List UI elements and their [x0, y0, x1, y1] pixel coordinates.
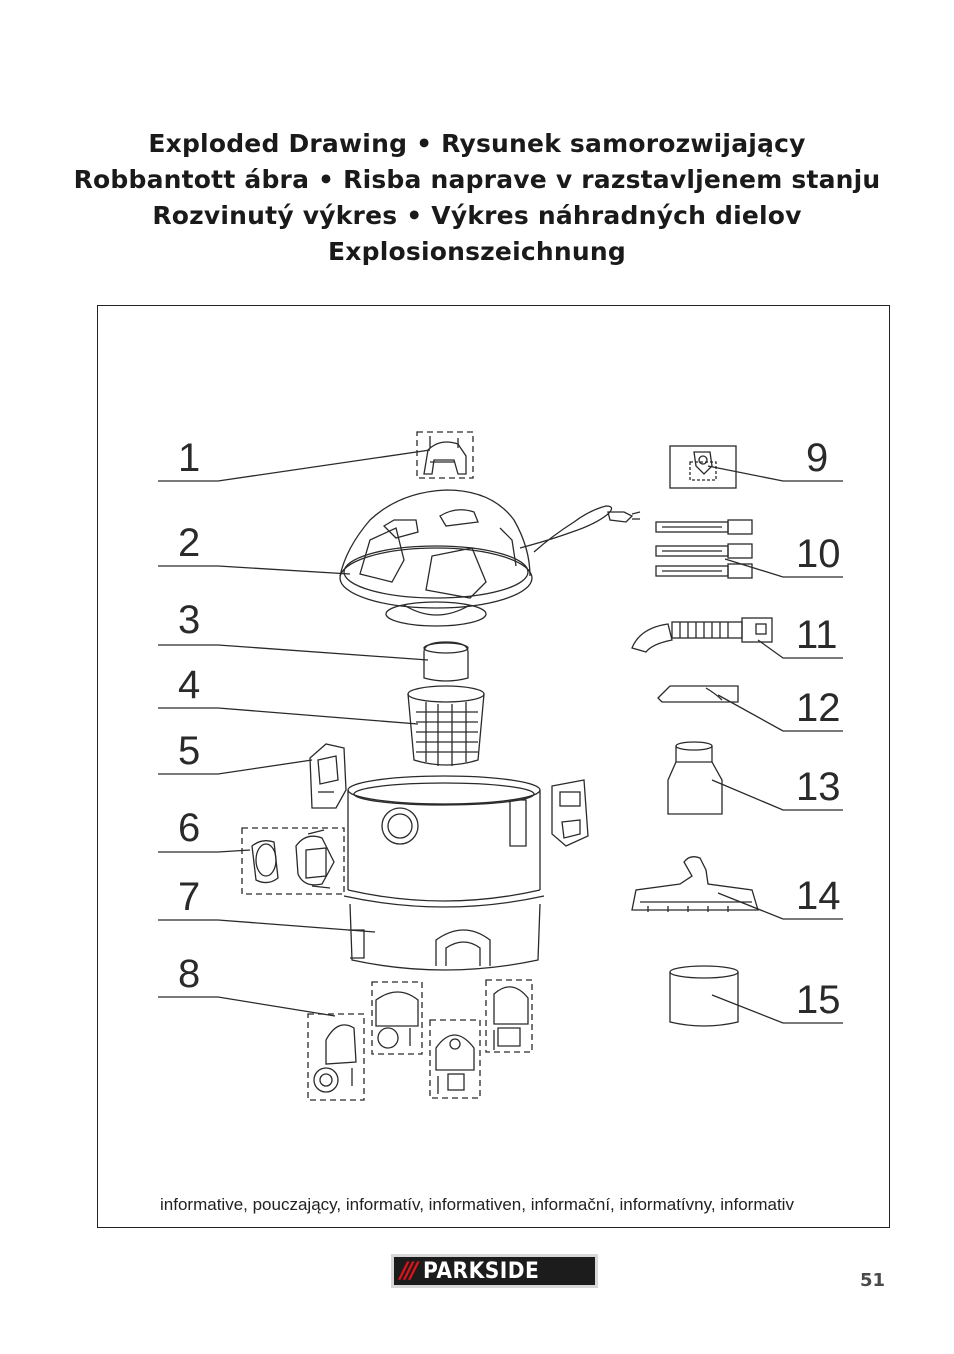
part-dust-bag: [669, 445, 737, 489]
page-number: 51: [860, 1270, 886, 1291]
part-crevice-nozzle: [657, 685, 739, 703]
leader-line-6: [158, 849, 251, 853]
callout-12: 12: [796, 686, 841, 730]
leader-line-15: [711, 994, 843, 1024]
parkside-logo: /// PARKSIDE: [391, 1254, 598, 1288]
part-filter: [407, 685, 485, 766]
callout-1: 1: [178, 436, 200, 480]
leader-line-1: [158, 449, 431, 482]
leader-line-2: [158, 565, 351, 575]
callout-numbers: 1 2 3 4 5 6 7 8 9 10 11 12 13 14 15: [178, 436, 841, 1022]
leader-line-7: [158, 919, 376, 933]
callout-4: 4: [178, 663, 200, 707]
part-casters: [307, 979, 533, 1101]
leader-line-4: [158, 707, 419, 725]
callout-15: 15: [796, 978, 841, 1022]
title-line-3: Rozvinutý výkres • Výkres náhradných die…: [152, 201, 802, 230]
callout-5: 5: [178, 729, 200, 773]
callout-3: 3: [178, 598, 200, 642]
part-inlet: [241, 827, 345, 895]
title-line-1: Exploded Drawing • Rysunek samorozwijają…: [148, 129, 806, 158]
part-clip: [309, 743, 347, 809]
drawing-frame: [97, 305, 890, 1228]
title-line-4: Explosionszeichnung: [328, 237, 626, 266]
leader-line-13: [711, 779, 843, 811]
part-floor-nozzle: [631, 856, 759, 912]
logo-text: PARKSIDE: [423, 1258, 540, 1284]
callout-9: 9: [806, 436, 828, 480]
callout-10: 10: [796, 532, 841, 576]
callout-6: 6: [178, 806, 200, 850]
title-line-2: Robbantott ábra • Risba naprave v razsta…: [73, 165, 881, 194]
leader-line-10: [724, 558, 843, 578]
callout-11: 11: [796, 613, 838, 657]
part-filter-sleeve: [669, 965, 739, 1027]
part-hose: [631, 617, 773, 653]
leader-line-12: [717, 694, 843, 732]
callout-13: 13: [796, 765, 841, 809]
leader-line-8: [158, 996, 336, 1017]
part-extension-tubes: [655, 519, 753, 579]
callout-8: 8: [178, 952, 200, 996]
part-tank: [343, 775, 589, 971]
leader-line-11: [757, 639, 843, 659]
leader-line-5: [158, 759, 313, 775]
callout-14: 14: [796, 874, 841, 918]
callout-7: 7: [178, 875, 200, 919]
part-motor-head: [339, 489, 641, 627]
logo-badge: /// PARKSIDE: [394, 1257, 595, 1285]
leader-line-3: [158, 644, 429, 661]
part-cap: [423, 641, 469, 682]
page-title: Exploded Drawing • Rysunek samorozwijają…: [0, 126, 954, 270]
part-funnel-adapter: [667, 741, 723, 815]
leader-line-9: [707, 465, 843, 482]
callout-2: 2: [178, 521, 200, 565]
drawing-caption: informative, pouczający, informatív, inf…: [160, 1195, 794, 1214]
part-handle: [416, 431, 474, 479]
logo-slashes: ///: [400, 1258, 418, 1284]
